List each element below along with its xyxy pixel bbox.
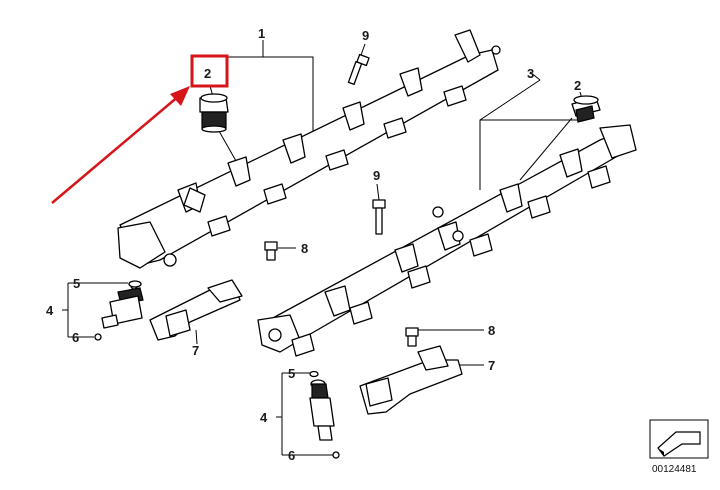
- injector-left: [94, 282, 144, 341]
- leader-lines: [62, 40, 584, 456]
- diagram-number: 00124481: [652, 464, 697, 475]
- callout-4-right: 4: [260, 410, 268, 425]
- callout-4-left: 4: [46, 303, 54, 318]
- callout-9-top: 9: [362, 28, 369, 43]
- fuel-rail-upper: [117, 29, 501, 269]
- bolt-mid: [372, 199, 386, 235]
- callout-8-left: 8: [301, 241, 308, 256]
- highlight-annotation: [51, 54, 229, 204]
- screw-right: [405, 327, 419, 347]
- callout-2-right: 2: [574, 78, 581, 93]
- callout-8-right: 8: [488, 323, 495, 338]
- clamp-left: [149, 279, 243, 341]
- highlight-arrow-shaft: [51, 94, 181, 204]
- callout-7-right: 7: [488, 358, 495, 373]
- callout-5-right: 5: [288, 366, 295, 381]
- highlight-arrow-head: [170, 86, 190, 106]
- callout-labels: 1 2 9 3 2 9 8 5 4 6 7 8 7 5 4 6: [46, 26, 581, 463]
- corner-reference: 00124481: [649, 419, 709, 475]
- screw-left: [264, 241, 278, 261]
- pressure-sensor-left: [199, 93, 229, 133]
- highlight-box: [190, 54, 229, 88]
- pressure-sensor-right: [571, 95, 601, 123]
- callout-2-left: 2: [204, 66, 211, 81]
- callout-6-left: 6: [72, 330, 79, 345]
- callout-9-mid: 9: [373, 168, 380, 183]
- clamp-right: [359, 345, 463, 415]
- injector-right: [309, 370, 340, 459]
- bolt-top: [347, 53, 370, 86]
- o-ring-left: [128, 280, 142, 288]
- callout-6-right: 6: [288, 448, 295, 463]
- fuel-rail-lower: [257, 124, 637, 357]
- callout-3: 3: [527, 66, 534, 81]
- callout-1: 1: [258, 26, 265, 41]
- callout-5-left: 5: [73, 276, 80, 291]
- callout-7-left: 7: [192, 343, 199, 358]
